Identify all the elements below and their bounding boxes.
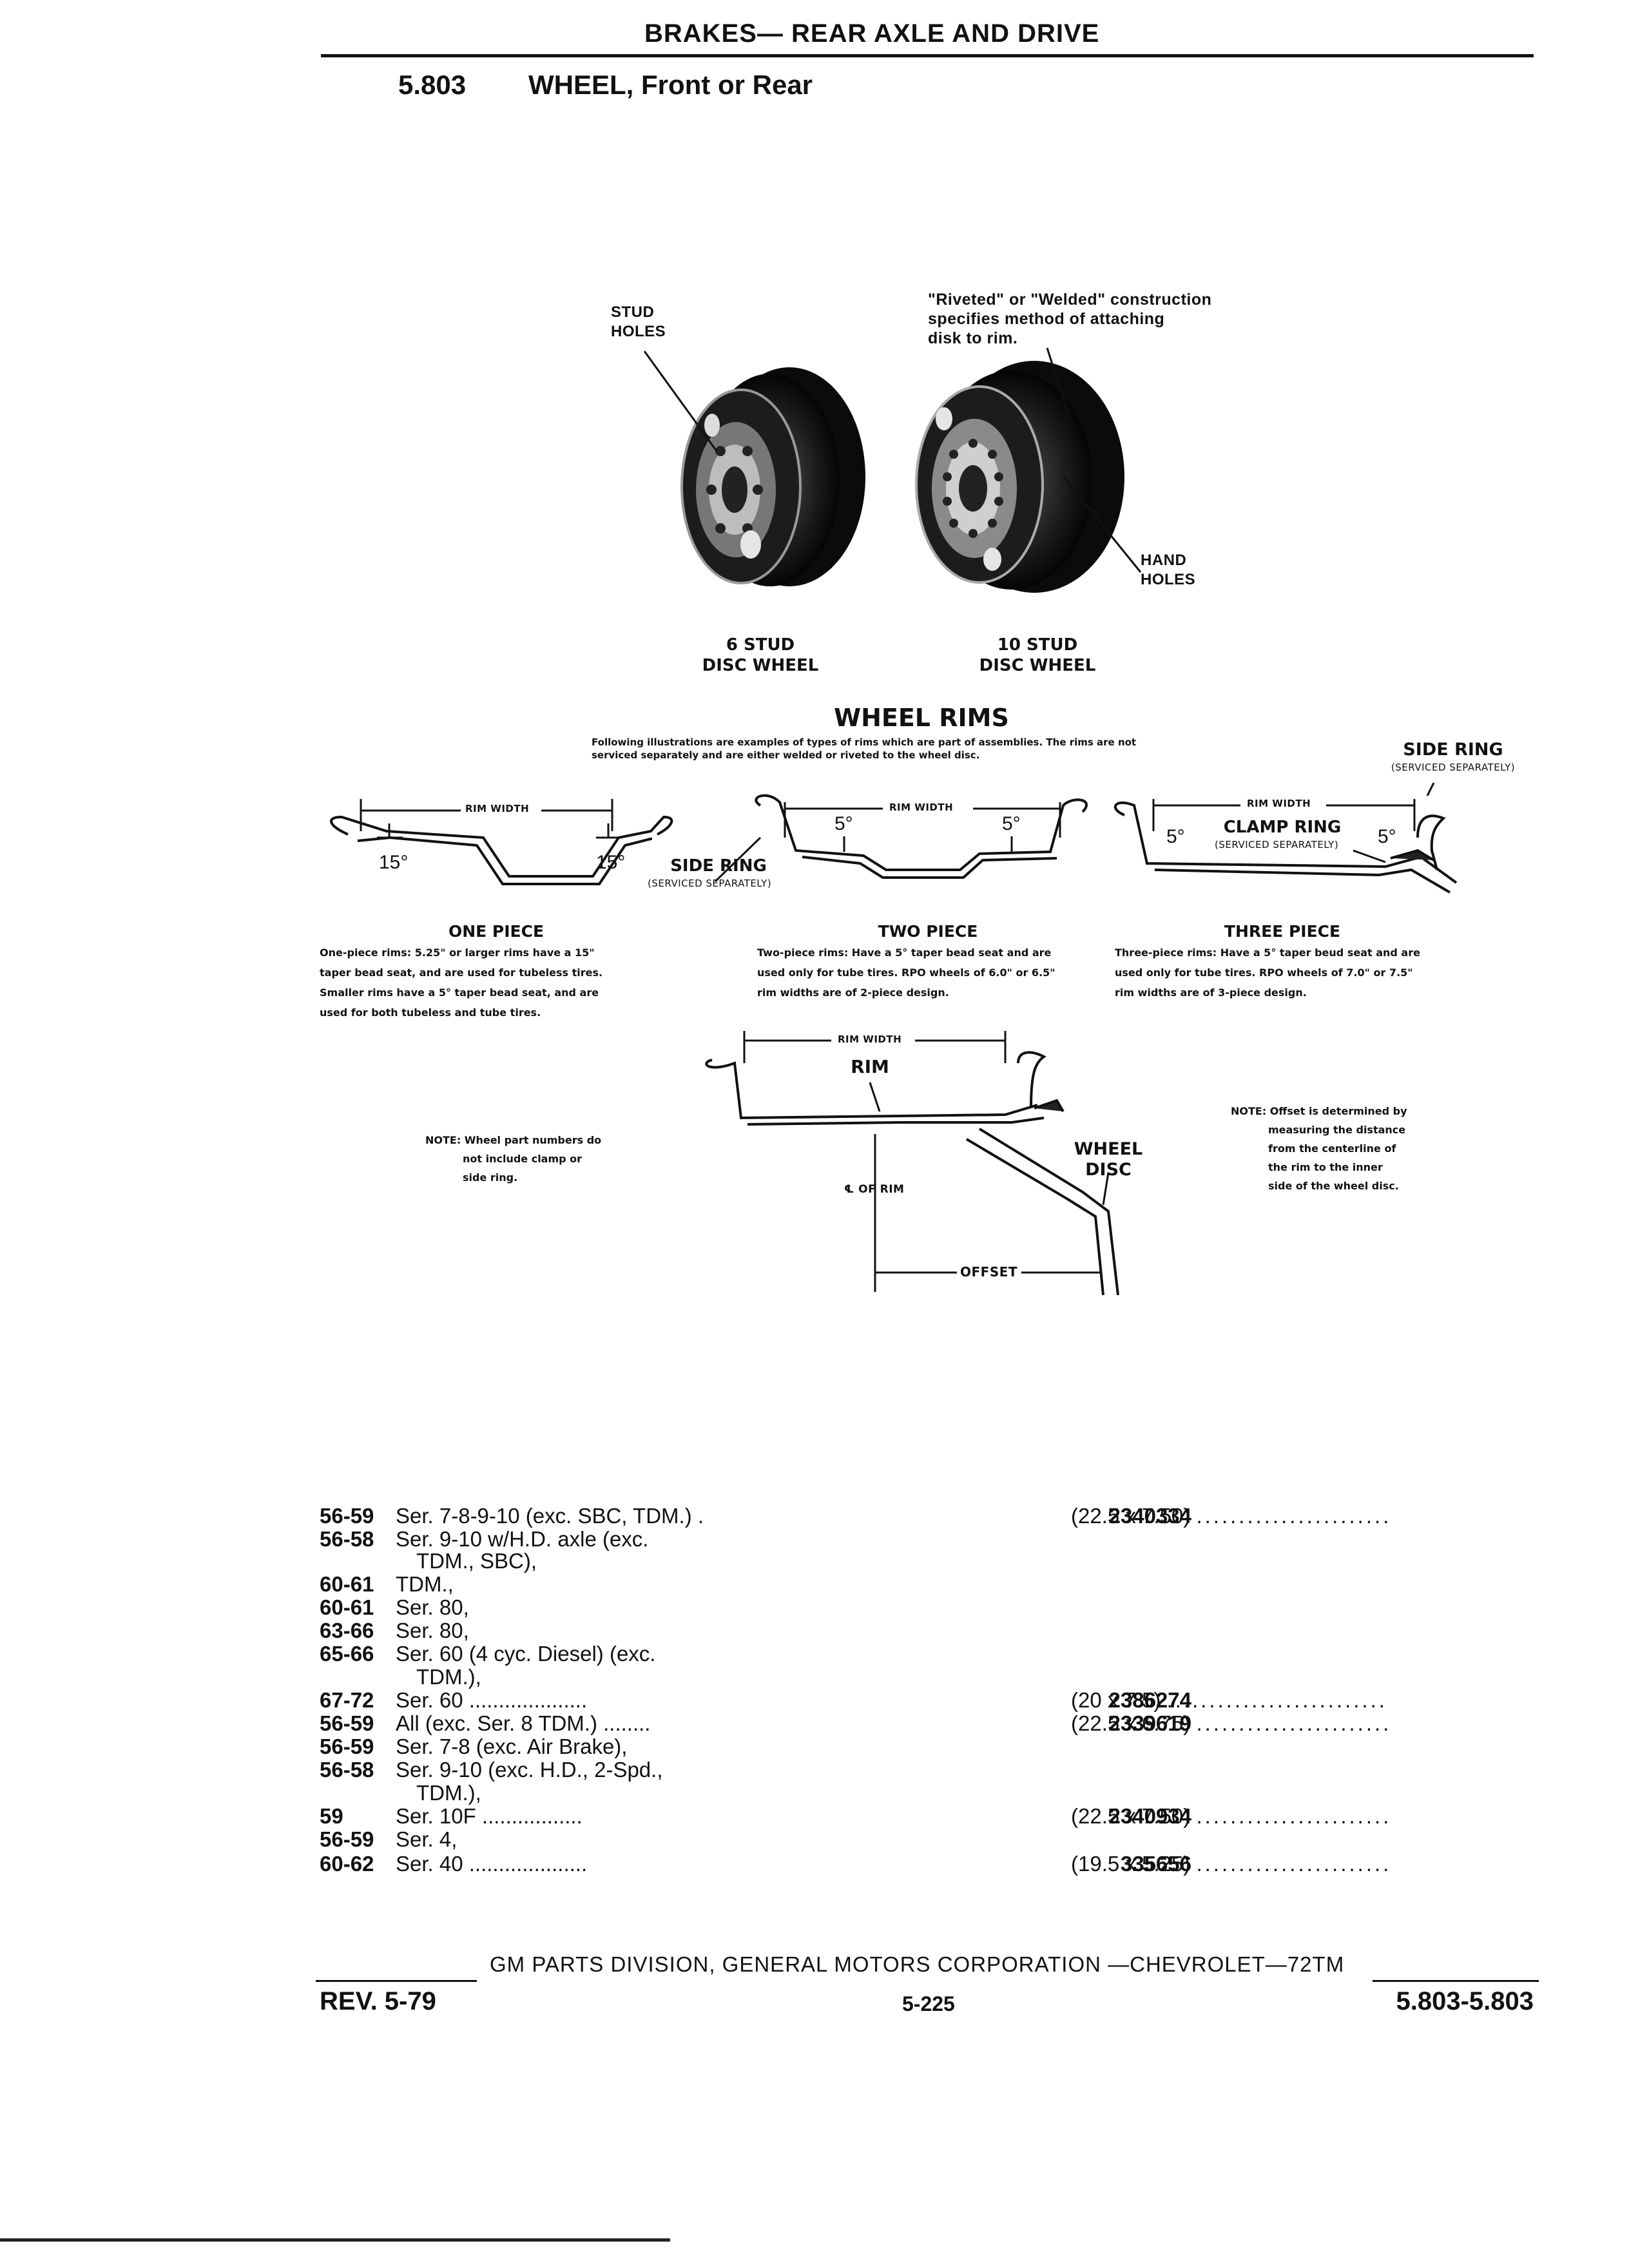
clamp-ring-sub: (SERVICED SEPARATELY) xyxy=(1215,839,1339,850)
one-piece-text: One-piece rims: 5.25" or larger rims hav… xyxy=(320,947,603,1019)
wheel-disc-label: WHEEL DISC xyxy=(1074,1139,1143,1180)
offset-diagram xyxy=(705,1031,1119,1296)
three-piece-rim-width: RIM WIDTH xyxy=(1247,798,1311,809)
two-piece-title: TWO PIECE xyxy=(878,922,978,941)
wheel-rims-heading: WHEEL RIMS xyxy=(834,704,1009,732)
one-piece-angle-left: 15° xyxy=(379,852,409,873)
footer-rule-right xyxy=(1373,1980,1539,1982)
side-ring-right-label: SIDE RING xyxy=(1403,740,1503,760)
ten-stud-wheel-image xyxy=(915,347,1142,593)
clamp-ring-label: CLAMP RING xyxy=(1223,818,1342,837)
six-stud-wheel-image xyxy=(643,351,865,586)
offset-label: OFFSET xyxy=(960,1264,1018,1280)
three-piece-text: Three-piece rims: Have a 5° taper beud s… xyxy=(1115,947,1420,999)
one-piece-angle-right: 15° xyxy=(596,852,626,873)
section-range: 5.803-5.803 xyxy=(1396,1987,1534,2015)
one-piece-rim-width: RIM WIDTH xyxy=(465,803,530,814)
three-piece-rim-drawing xyxy=(1114,782,1458,894)
three-piece-angle-right: 5° xyxy=(1378,826,1396,847)
running-header: BRAKES— REAR AXLE AND DRIVE xyxy=(644,19,1100,48)
two-piece-angle-left: 5° xyxy=(834,813,853,834)
revision-label: REV. 5-79 xyxy=(320,1987,436,2015)
bottom-rule xyxy=(0,2238,670,2242)
table-row: TDM.), xyxy=(416,1665,481,1689)
note-part-numbers: NOTE: Wheel part numbers do not include … xyxy=(425,1134,602,1184)
side-ring-right-sub: (SERVICED SEPARATELY) xyxy=(1391,762,1516,773)
side-ring-sub: (SERVICED SEPARATELY) xyxy=(648,878,772,889)
footer-publisher: GM PARTS DIVISION, GENERAL MOTORS CORPOR… xyxy=(490,1952,1345,1976)
note-offset: NOTE: Offset is determined by measuring … xyxy=(1231,1105,1407,1192)
section-number: 5.803 xyxy=(398,70,467,100)
two-piece-angle-right: 5° xyxy=(1002,813,1021,834)
three-piece-angle-left: 5° xyxy=(1166,826,1185,847)
page-number: 5-225 xyxy=(902,1992,955,2015)
one-piece-rim-drawing xyxy=(330,799,673,885)
two-piece-rim-drawing xyxy=(714,794,1088,883)
offset-rim-width: RIM WIDTH xyxy=(838,1033,902,1045)
header-rule xyxy=(321,54,1534,57)
two-piece-rim-width: RIM WIDTH xyxy=(889,802,954,813)
table-row: TDM., SBC), xyxy=(416,1549,537,1573)
two-piece-text: Two-piece rims: Have a 5° taper bead sea… xyxy=(757,947,1055,999)
one-piece-title: ONE PIECE xyxy=(448,922,545,941)
rim-label: RIM xyxy=(851,1056,889,1077)
section-title: WHEEL, Front or Rear xyxy=(528,70,813,100)
side-ring-label: SIDE RING xyxy=(670,856,767,876)
wheel-rims-intro: Following illustrations are examples of … xyxy=(592,736,1137,761)
table-row: TDM.), xyxy=(416,1781,481,1805)
footer-rule-left xyxy=(316,1980,477,1982)
three-piece-title: THREE PIECE xyxy=(1224,922,1341,941)
cl-of-rim-label: ℄ OF RIM xyxy=(844,1183,905,1196)
